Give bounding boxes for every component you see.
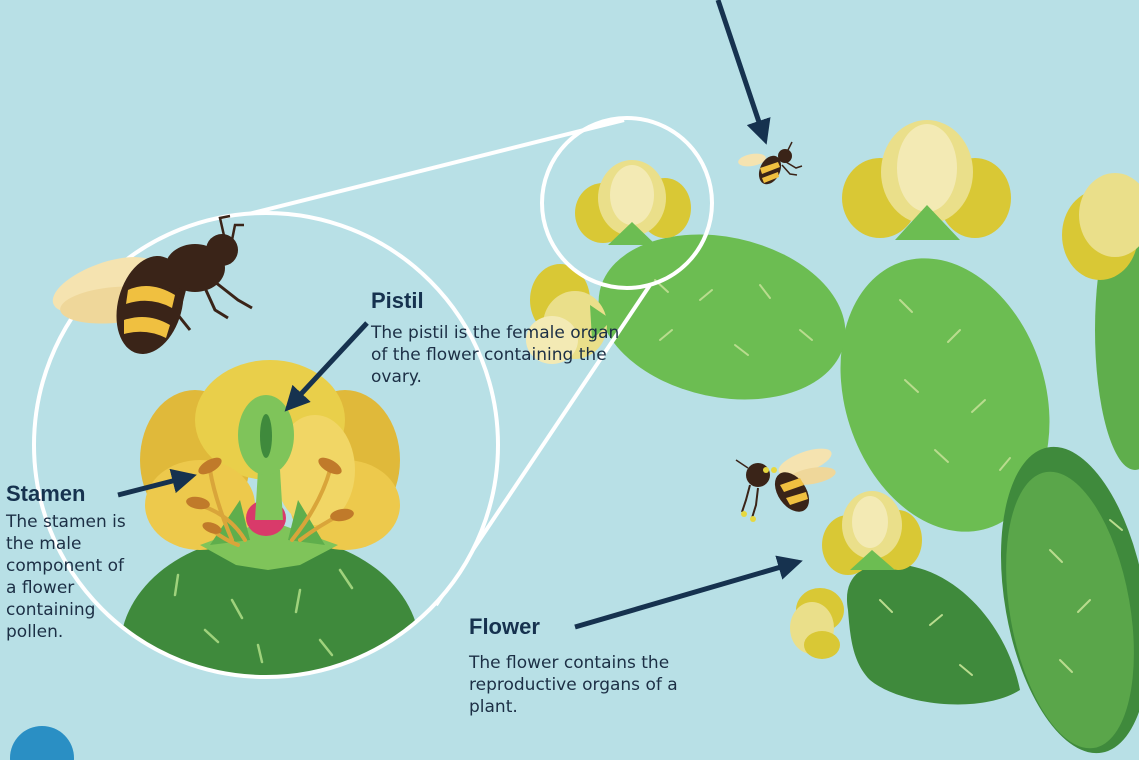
flower-title: Flower xyxy=(469,614,729,640)
pistil-label: Pistil The pistil is the female organ of… xyxy=(371,288,621,388)
cactus-flower-top-right xyxy=(1062,173,1139,280)
cactus-flower-bottom-small xyxy=(790,588,844,659)
arrow-to-bee xyxy=(718,0,765,140)
bee-small-top xyxy=(737,142,802,188)
bee-small-middle xyxy=(736,443,837,522)
stamen-title: Stamen xyxy=(6,481,136,507)
stamen-description: The stamen is the male component of a fl… xyxy=(6,511,136,643)
corner-badge xyxy=(10,726,74,760)
flower-description: The flower contains the reproductive org… xyxy=(469,652,729,718)
stamen-label: Stamen The stamen is the male component … xyxy=(6,481,136,643)
pistil-title: Pistil xyxy=(371,288,621,314)
zoom-connector-top xyxy=(205,120,624,225)
cactus-flower-top-left xyxy=(575,160,691,245)
flower-label: Flower The flower contains the reproduct… xyxy=(469,614,729,718)
pistil-description: The pistil is the female organ of the fl… xyxy=(371,322,621,388)
cactus-flower-top-center xyxy=(842,120,1011,240)
